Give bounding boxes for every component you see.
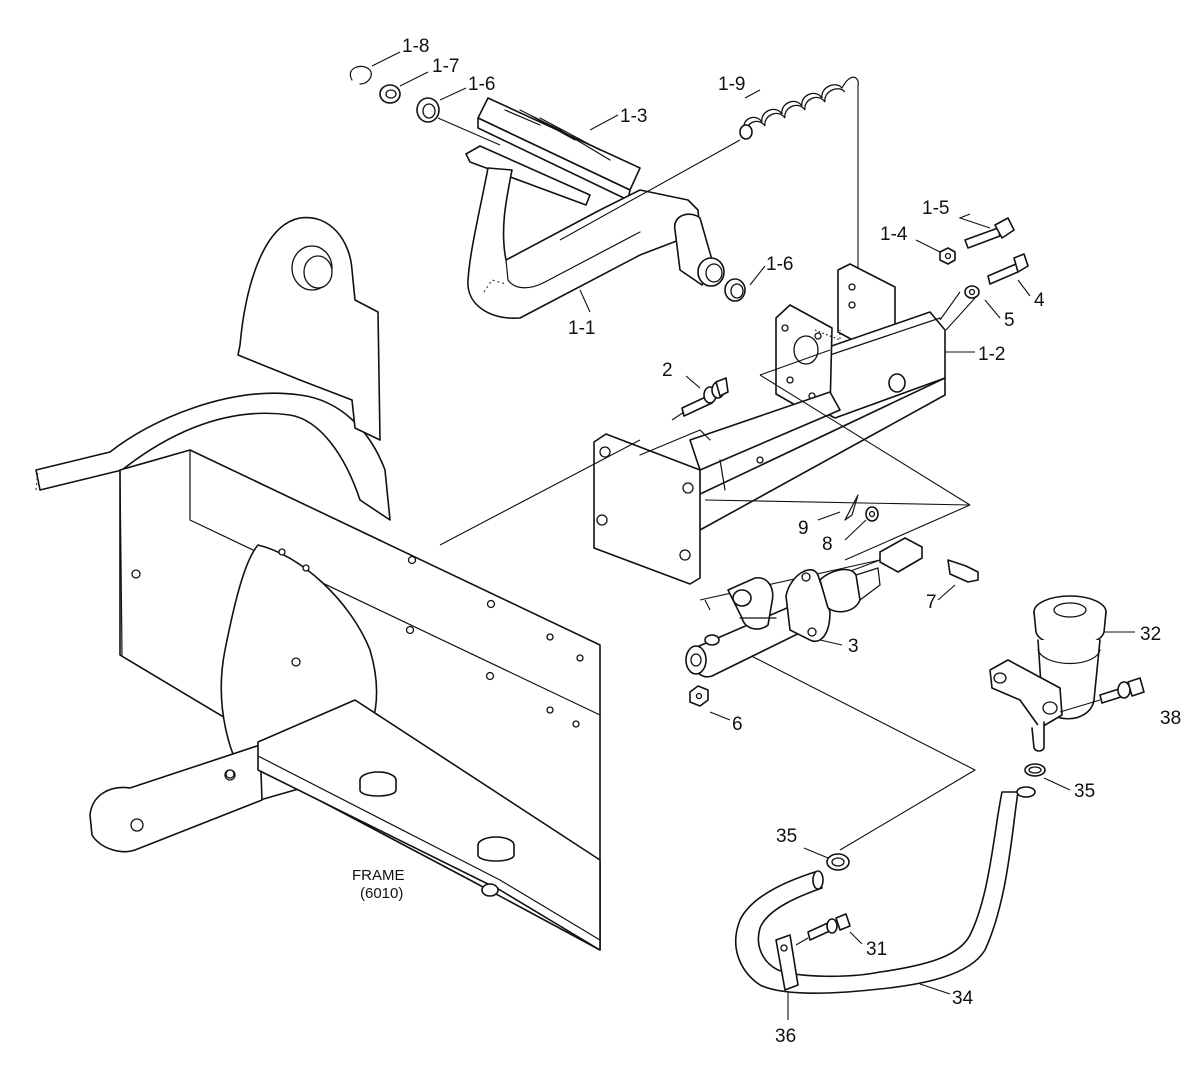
callout-4: 4 [1034, 290, 1045, 311]
callout-9: 9 [798, 518, 809, 539]
cotter-pin [844, 494, 859, 521]
callout-1-9: 1-9 [718, 74, 745, 95]
return-spring [739, 76, 859, 140]
callout-1-1: 1-1 [568, 318, 595, 339]
frame-upper-bracket [237, 216, 381, 441]
clevis-pin [947, 559, 979, 583]
callout-1-6-right: 1-6 [766, 254, 793, 275]
callout-1-5: 1-5 [922, 198, 949, 219]
callout-7: 7 [926, 592, 937, 613]
frame-rubber-mounts [359, 771, 515, 897]
callout-6: 6 [732, 714, 743, 735]
hose [735, 791, 1019, 995]
callout-35-upper: 35 [1074, 781, 1095, 802]
cylinder-flange [785, 569, 831, 642]
bolt-4 [987, 263, 1019, 285]
frame-holes [131, 548, 584, 779]
hardware [671, 217, 1029, 421]
clevis [879, 537, 923, 573]
callout-8: 8 [822, 534, 833, 555]
callout-1-3: 1-3 [620, 106, 647, 127]
hose-assembly [735, 786, 1036, 995]
master-cylinder [685, 494, 979, 851]
bracket-mount-plate [593, 433, 701, 585]
callout-leaders [371, 51, 1135, 1020]
frame-label-code: (6010) [360, 885, 403, 902]
callout-1-4: 1-4 [880, 224, 908, 245]
bolt-1-5 [964, 227, 1001, 249]
callout-31: 31 [866, 939, 887, 960]
callout-1-8: 1-8 [402, 36, 429, 57]
pedal-assembly [349, 65, 859, 319]
callout-34: 34 [952, 988, 974, 1009]
frame-top-flange [35, 392, 391, 521]
callout-35-lower: 35 [776, 826, 797, 847]
snap-ring [349, 65, 372, 85]
pedal-arm [467, 167, 701, 319]
frame-label: FRAME (6010) [352, 867, 405, 902]
reservoir-assembly [989, 595, 1145, 777]
callout-1-7: 1-7 [432, 56, 459, 77]
callout-1-2: 1-2 [978, 344, 1005, 365]
frame-assembly [35, 216, 601, 951]
callout-32: 32 [1140, 624, 1161, 645]
frame-lower-bracket [89, 744, 263, 853]
frame-label-title: FRAME [352, 867, 405, 884]
callout-1-6-left: 1-6 [468, 74, 495, 95]
callout-labels: 1-8 1-7 1-6 1-3 1-9 1-5 1-4 1-6 4 1-1 5 … [402, 36, 1181, 1047]
callout-5: 5 [1004, 310, 1015, 331]
frame-cross-member [257, 699, 601, 951]
callout-38: 38 [1160, 708, 1181, 729]
pedal-bracket [593, 263, 976, 585]
pedal-plate [465, 145, 591, 206]
callout-36: 36 [775, 1026, 796, 1047]
leader-lines [439, 374, 971, 611]
callout-2: 2 [662, 360, 673, 381]
callout-3: 3 [848, 636, 859, 657]
